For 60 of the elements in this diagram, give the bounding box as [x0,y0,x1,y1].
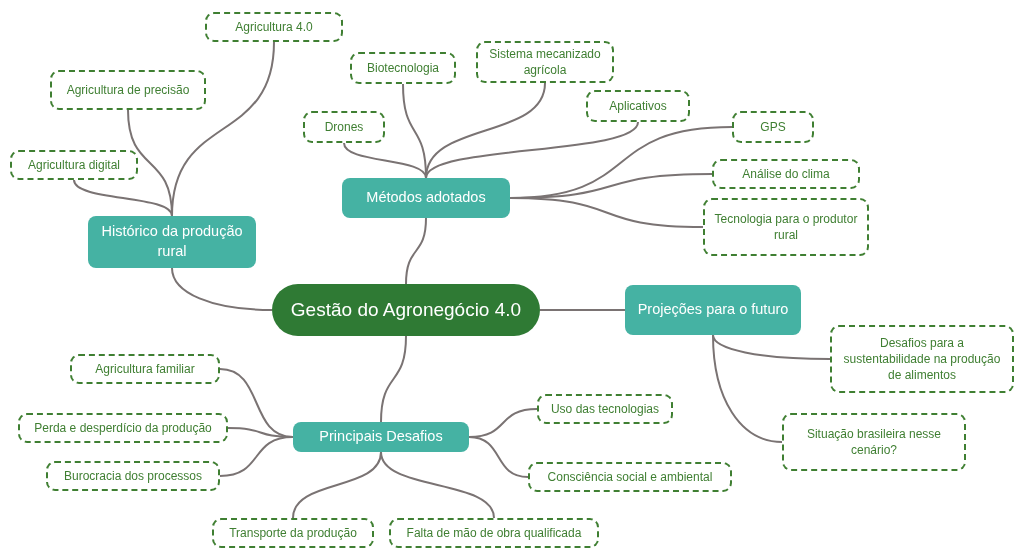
connector-line [712,334,783,443]
connector-line [219,436,294,477]
topic-label: Análise do clima [742,165,830,183]
connector-line [539,309,626,311]
subtopic-box [303,111,385,143]
topic-label: Projeções para o futuro [637,300,789,320]
topic-label: Agricultura digital [27,156,120,174]
topic-label: Agricultura familiar [95,360,195,378]
subtopic-box [18,413,228,443]
subtopic-box [528,462,732,492]
subtopic-box [537,394,673,424]
connector-line [343,142,427,179]
topic-label: Falta de mão de obra qualificada [406,524,582,542]
connector-line [712,334,831,360]
topic-label: Perda e desperdício da produção [34,419,212,437]
topic-label: Sistema mecanizado agrícola [488,45,602,79]
topic-label: Burocracia dos processos [63,467,203,485]
subtopic-box [70,354,220,384]
subtopic-box [389,518,599,548]
connector-line [425,121,639,179]
topic-label: Drones [324,118,364,136]
topic-label: Biotecnologia [366,59,440,77]
subtopic-box [46,461,220,491]
topic-label: Métodos adotados [366,188,486,208]
connector-line [380,451,495,519]
subtopic-box [830,325,1014,393]
topic-label: Histórico da produção rural [100,222,244,261]
subtopic-box [10,150,138,180]
connector-line [380,335,407,423]
connector-line [405,217,427,285]
subtopic-box [50,70,206,110]
subtopic-box [703,198,869,256]
topic-label: Transporte da produção [229,524,357,542]
topic-box [88,216,256,268]
topic-label: Situação brasileira nesse cenário? [805,425,943,459]
topic-label: Agricultura de precisão [66,81,190,99]
topic-label: Consciência social e ambiental [547,468,713,486]
subtopic-box [205,12,343,42]
topic-label: Agricultura 4.0 [235,18,313,36]
topic-label: Gestão do Agronegócio 4.0 [290,298,522,323]
topic-box [293,422,469,452]
connector-line [73,179,173,217]
connector-line [468,436,529,478]
connector-line [171,267,273,311]
subtopic-box [782,413,966,471]
subtopic-box [732,111,814,143]
topic-label: GPS [760,118,786,136]
subtopic-box [212,518,374,548]
topic-box [625,285,801,335]
subtopic-box [712,159,860,189]
topic-label: Aplicativos [609,97,667,115]
central-topic [272,284,540,336]
subtopic-box [476,41,614,83]
topic-label: Tecnologia para o produtor rural [713,210,859,244]
topic-label: Principais Desafios [319,427,443,447]
subtopic-box [586,90,690,122]
topic-label: Uso das tecnologias [550,400,660,418]
topic-label: Desafios para a sustentabilidade na produção de alimentos [842,334,1002,384]
subtopic-box [350,52,456,84]
topic-box [342,178,510,218]
